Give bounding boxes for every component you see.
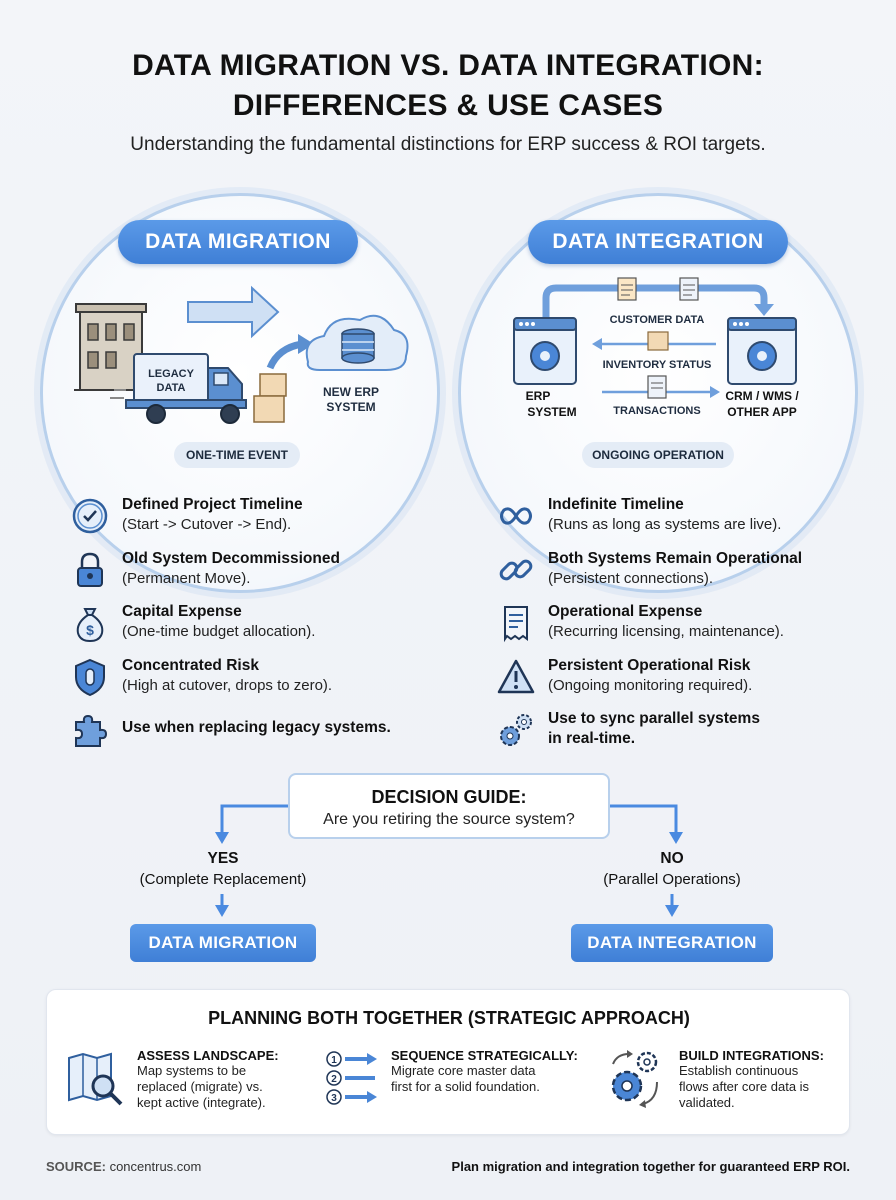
svg-text:2: 2 xyxy=(331,1074,337,1085)
page-title: DATA MIGRATION VS. DATA INTEGRATION: DIF… xyxy=(0,46,896,126)
svg-text:SYSTEM: SYSTEM xyxy=(527,405,576,419)
document-icon xyxy=(617,277,637,301)
decision-guide-box: DECISION GUIDE: Are you retiring the sou… xyxy=(288,773,610,839)
truck-icon: LEGACY DATA xyxy=(110,353,247,424)
boxes-icon xyxy=(253,373,287,423)
svg-text:CUSTOMER DATA: CUSTOMER DATA xyxy=(610,314,705,326)
result-data-migration: DATA MIGRATION xyxy=(130,924,316,962)
planning-heading: PLANNING BOTH TOGETHER (STRATEGIC APPROA… xyxy=(208,1008,690,1028)
migration-tag: ONE-TIME EVENT xyxy=(174,442,300,468)
source-credit: SOURCE: concentrus.com xyxy=(46,1159,202,1174)
svg-text:CRM / WMS /: CRM / WMS / xyxy=(725,389,799,403)
map-search-icon xyxy=(68,1052,123,1106)
erp-window-icon xyxy=(513,317,577,385)
infinity-icon xyxy=(500,507,532,525)
svg-text:1: 1 xyxy=(331,1055,337,1066)
svg-text:DATA: DATA xyxy=(157,382,186,394)
migration-illustration: LEGACY DATA NEW ERP SYSTEM xyxy=(74,285,409,424)
step-assess: ASSESS LANDSCAPE: Map systems to be repl… xyxy=(137,1048,279,1110)
title-line-1: DATA MIGRATION VS. DATA INTEGRATION: xyxy=(132,49,764,82)
decision-question: Are you retiring the source system? xyxy=(323,811,575,828)
svg-text:ERP: ERP xyxy=(526,389,551,403)
svg-text:LEGACY: LEGACY xyxy=(148,368,195,380)
migration-heading: DATA MIGRATION xyxy=(118,220,358,264)
title-line-2: DIFFERENCES & USE CASES xyxy=(232,89,664,122)
box-icon xyxy=(647,331,669,351)
planning-panel: PLANNING BOTH TOGETHER (STRATEGIC APPROA… xyxy=(46,989,850,1135)
svg-text:TRANSACTIONS: TRANSACTIONS xyxy=(613,405,700,417)
receipt-icon xyxy=(504,606,528,643)
puzzle-icon xyxy=(75,714,108,747)
warning-icon xyxy=(497,659,535,694)
cycle-gears-icon xyxy=(611,1050,658,1108)
svg-text:NEW ERP: NEW ERP xyxy=(323,385,379,399)
cloud-database-icon xyxy=(305,314,409,371)
gears-icon xyxy=(500,714,532,746)
shield-icon xyxy=(75,658,105,697)
svg-text:OTHER APP: OTHER APP xyxy=(727,405,797,419)
decision-heading: DECISION GUIDE: xyxy=(371,787,527,807)
branch-yes: YES (Complete Replacement) xyxy=(139,850,307,888)
step-build: BUILD INTEGRATIONS: Establish continuous… xyxy=(679,1048,824,1110)
document-icon xyxy=(647,375,667,399)
svg-text:$: $ xyxy=(86,622,94,638)
clock-icon xyxy=(72,498,108,534)
svg-text:SYSTEM: SYSTEM xyxy=(326,400,375,414)
money-bag-icon: $ xyxy=(76,608,104,643)
integration-illustration: CUSTOMER DATA INVENTORY STATUS TRANSACTI… xyxy=(513,277,799,419)
document-icon xyxy=(679,277,699,301)
building-icon xyxy=(74,303,150,391)
numbered-arrows-icon: 1 2 3 xyxy=(326,1051,377,1105)
integration-tag: ONGOING OPERATION xyxy=(582,442,734,468)
svg-text:INVENTORY STATUS: INVENTORY STATUS xyxy=(603,359,712,371)
footer-tagline: Plan migration and integration together … xyxy=(451,1159,850,1174)
step-sequence: SEQUENCE STRATEGICALLY: Migrate core mas… xyxy=(391,1048,578,1094)
svg-text:3: 3 xyxy=(331,1093,337,1104)
page-subtitle: Understanding the fundamental distinctio… xyxy=(130,134,766,155)
integration-heading: DATA INTEGRATION xyxy=(528,220,788,264)
padlock-icon xyxy=(77,552,103,587)
crm-window-icon xyxy=(727,317,797,385)
arrow-right-icon xyxy=(187,285,280,339)
result-data-integration: DATA INTEGRATION xyxy=(571,924,773,962)
chain-link-icon xyxy=(499,559,533,581)
branch-no: NO (Parallel Operations) xyxy=(603,850,741,888)
